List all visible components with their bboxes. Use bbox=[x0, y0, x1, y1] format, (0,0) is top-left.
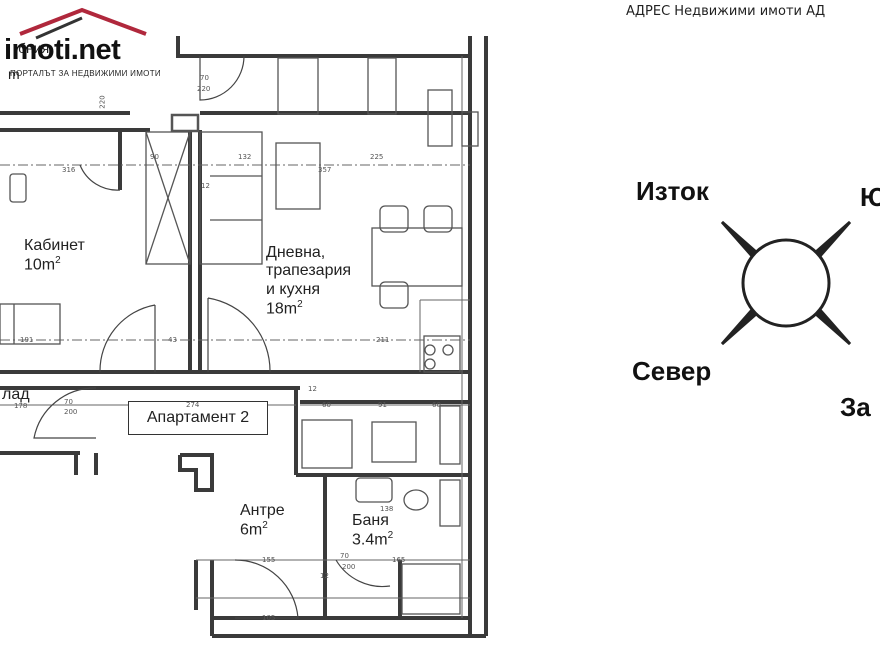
dim-200b: 200 bbox=[342, 563, 356, 571]
compass-rose-icon bbox=[720, 220, 852, 346]
living-line1: Дневна, bbox=[266, 244, 326, 261]
bath-area: 3.4m bbox=[352, 531, 388, 549]
living-area-sup: 2 bbox=[297, 299, 303, 311]
dim-70-200: 70 bbox=[64, 398, 73, 406]
entry-label: Антре 6m2 bbox=[240, 502, 285, 540]
dim-155: 155 bbox=[262, 556, 276, 564]
dim-43: 43 bbox=[168, 336, 177, 344]
dim-191: 191 bbox=[20, 336, 34, 344]
partial-room-label: лад bbox=[2, 386, 30, 403]
dim-70-220: 70 bbox=[200, 74, 209, 82]
dim-211: 211 bbox=[376, 336, 390, 344]
logo-partial-unit: m bbox=[8, 66, 20, 82]
office-area-sup: 2 bbox=[55, 255, 61, 267]
compass-west-partial: За bbox=[840, 392, 871, 422]
dim-178: 178 bbox=[14, 402, 28, 410]
dim-12b: 12 bbox=[308, 385, 317, 393]
interior-lines bbox=[0, 56, 470, 618]
office-name: Кабинет bbox=[24, 237, 85, 254]
dim-91: 91 bbox=[378, 401, 387, 409]
entry-area: 6m bbox=[240, 521, 263, 539]
living-line2: трапезария bbox=[266, 262, 352, 280]
walls bbox=[0, 36, 488, 638]
furniture bbox=[0, 57, 479, 615]
dim-165: 165 bbox=[392, 556, 406, 564]
dim-316: 316 bbox=[62, 166, 76, 174]
dim-220: 220 bbox=[197, 85, 211, 93]
door-arcs bbox=[33, 55, 391, 619]
logo-tagline: ПОРТАЛЪТ ЗА НЕДВИЖИМИ ИМОТИ bbox=[10, 69, 161, 78]
dim-357: 357 bbox=[318, 166, 332, 174]
dim-60b: 60 bbox=[432, 401, 441, 409]
office-label: Кабинет 10m2 bbox=[24, 237, 85, 275]
dim-12c: 12 bbox=[320, 572, 329, 580]
dim-60: 60 bbox=[322, 401, 331, 409]
logo-text: imoti.net bbox=[4, 34, 121, 66]
dim-70-200b: 70 bbox=[340, 552, 349, 560]
dim-105: 105 bbox=[262, 614, 276, 622]
dim-12a: 12 bbox=[201, 182, 210, 190]
living-line3: и кухня bbox=[266, 280, 321, 298]
entry-name: Антре bbox=[240, 502, 285, 519]
compass-south-partial: Ю bbox=[860, 182, 880, 212]
apartment-label: Апартамент 2 bbox=[128, 401, 268, 435]
living-area: 18m bbox=[266, 300, 298, 318]
office-area: 10m bbox=[24, 256, 56, 274]
dim-274: 274 bbox=[186, 401, 200, 409]
compass-north: Север bbox=[632, 356, 712, 386]
dim-220b: 220 bbox=[98, 95, 107, 109]
dim-138: 138 bbox=[380, 505, 394, 513]
logo-partial-top: бния bbox=[18, 40, 50, 56]
entry-area-sup: 2 bbox=[262, 520, 268, 532]
bath-label: Баня 3.4m2 bbox=[352, 512, 393, 550]
dim-225: 225 bbox=[370, 153, 384, 161]
logo-roof-icon bbox=[19, 7, 147, 40]
dim-200: 200 bbox=[64, 408, 78, 416]
compass-east: Изток bbox=[636, 176, 709, 206]
dim-132: 132 bbox=[238, 153, 252, 161]
living-label: Дневна, трапезария и кухня 18m2 bbox=[266, 244, 351, 319]
agency-name: АДРЕС Недвижими имоти АД bbox=[626, 4, 826, 19]
bath-area-sup: 2 bbox=[387, 530, 394, 542]
dim-90: 90 bbox=[150, 153, 159, 161]
bath-name: Баня bbox=[352, 512, 389, 529]
